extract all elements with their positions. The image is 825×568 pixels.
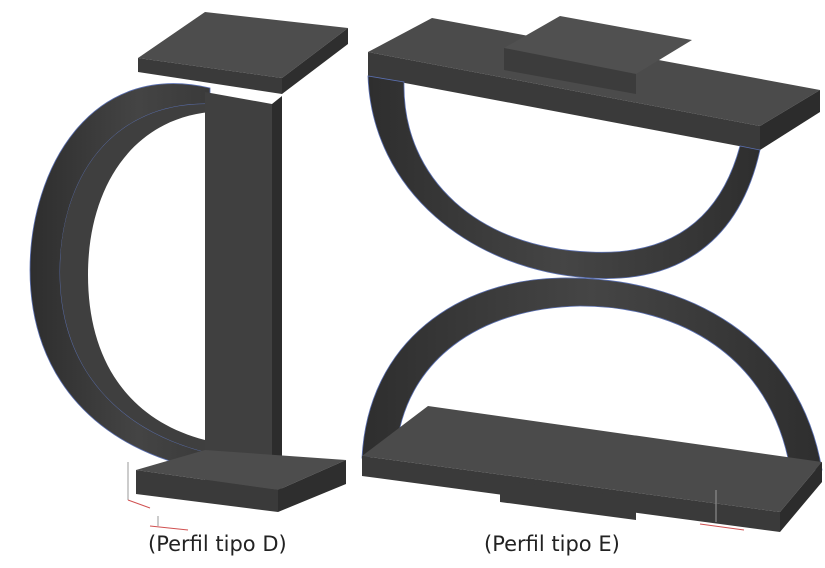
profile-e-upper-bowl xyxy=(367,75,761,279)
profile-d-solid xyxy=(29,12,348,531)
profile-d-axis-marker xyxy=(127,462,189,531)
profile-d-bottom-flange xyxy=(136,450,346,512)
profile-e-top-block xyxy=(504,16,692,94)
caption-profile-e: (Perfil tipo E) xyxy=(484,532,620,556)
profile-d-web xyxy=(205,92,282,498)
profile-d-top-flange xyxy=(138,12,348,94)
profile-e-bottom-block xyxy=(500,480,636,520)
profile-e-axis-marker xyxy=(699,490,745,531)
profile-d-arc-band xyxy=(29,83,211,471)
caption-profile-d: (Perfil tipo D) xyxy=(148,532,287,556)
profile-e-solid xyxy=(361,16,823,532)
